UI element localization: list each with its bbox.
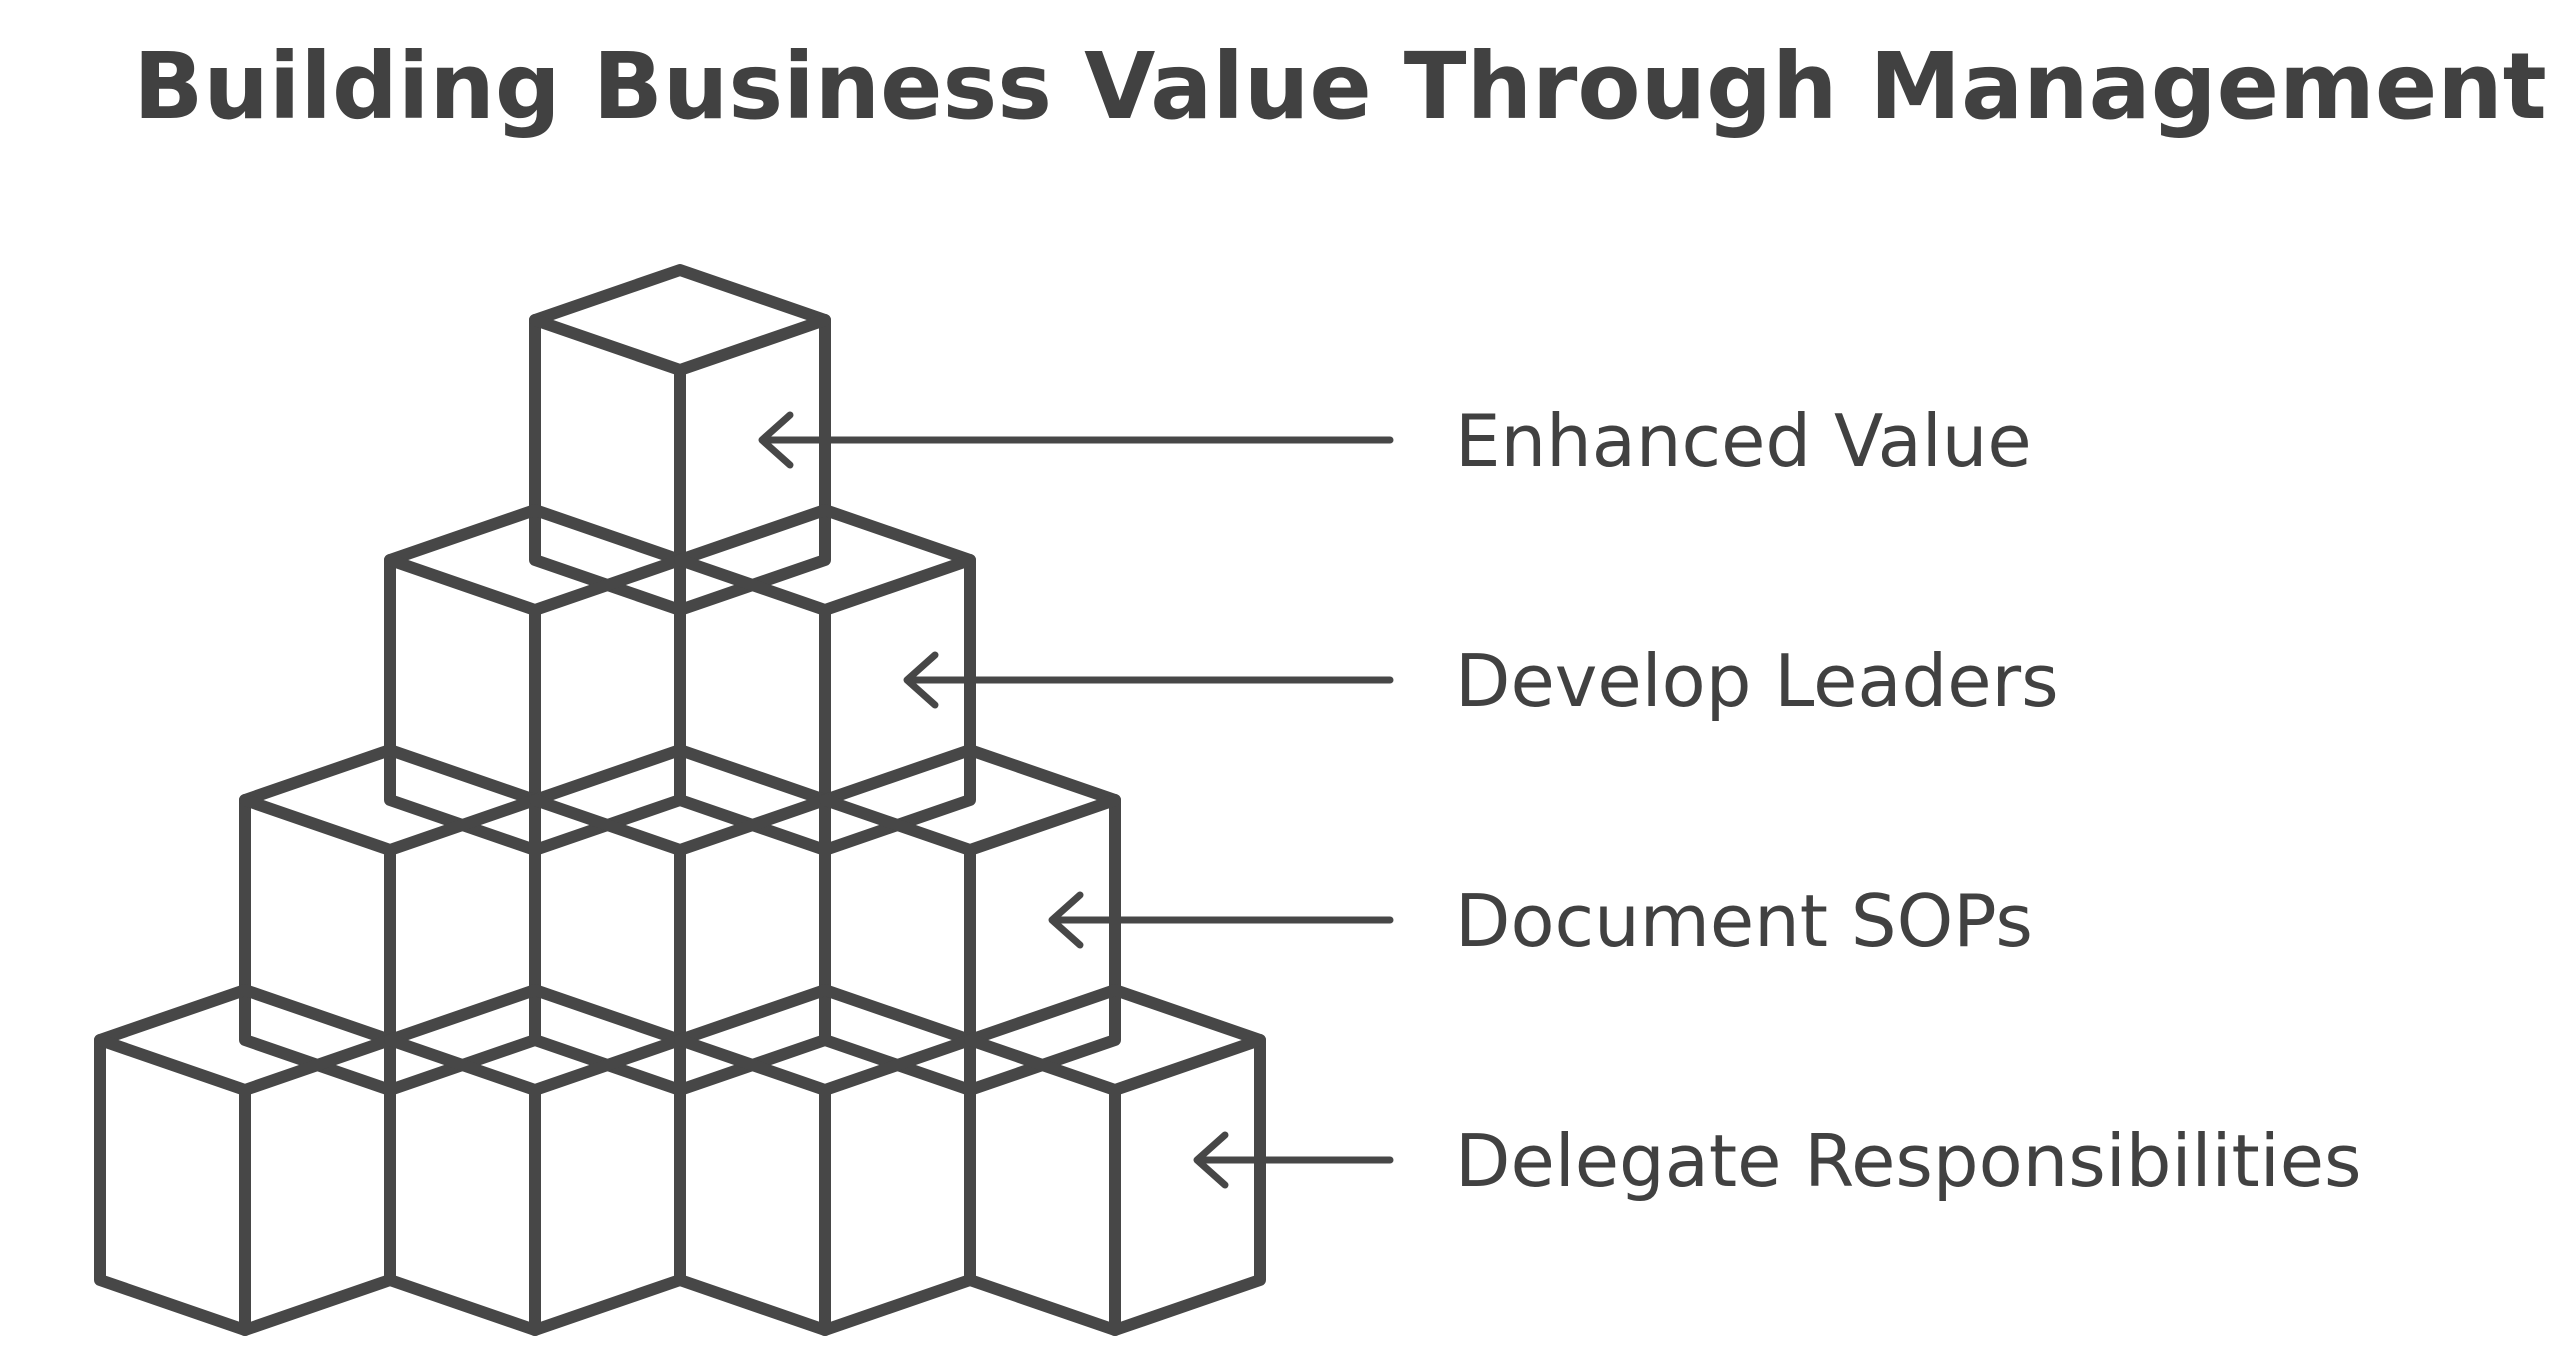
arrow-tier-4 <box>1193 1131 1394 1189</box>
label-document-sops: Document SOPs <box>1455 879 2033 963</box>
arrow-tier-3 <box>1048 891 1394 949</box>
arrow-tier-2 <box>903 651 1394 709</box>
arrow-tier-1 <box>758 411 1394 469</box>
label-delegate-responsibilities: Delegate Responsibilities <box>1455 1119 2362 1203</box>
diagram-title: Building Business Value Through Manageme… <box>133 33 2546 140</box>
cube-row4-col4 <box>964 984 1266 1336</box>
cube-pyramid <box>94 264 1266 1336</box>
label-develop-leaders: Develop Leaders <box>1455 639 2059 723</box>
arrows-group <box>758 411 1394 1189</box>
label-enhanced-value: Enhanced Value <box>1455 399 2032 483</box>
